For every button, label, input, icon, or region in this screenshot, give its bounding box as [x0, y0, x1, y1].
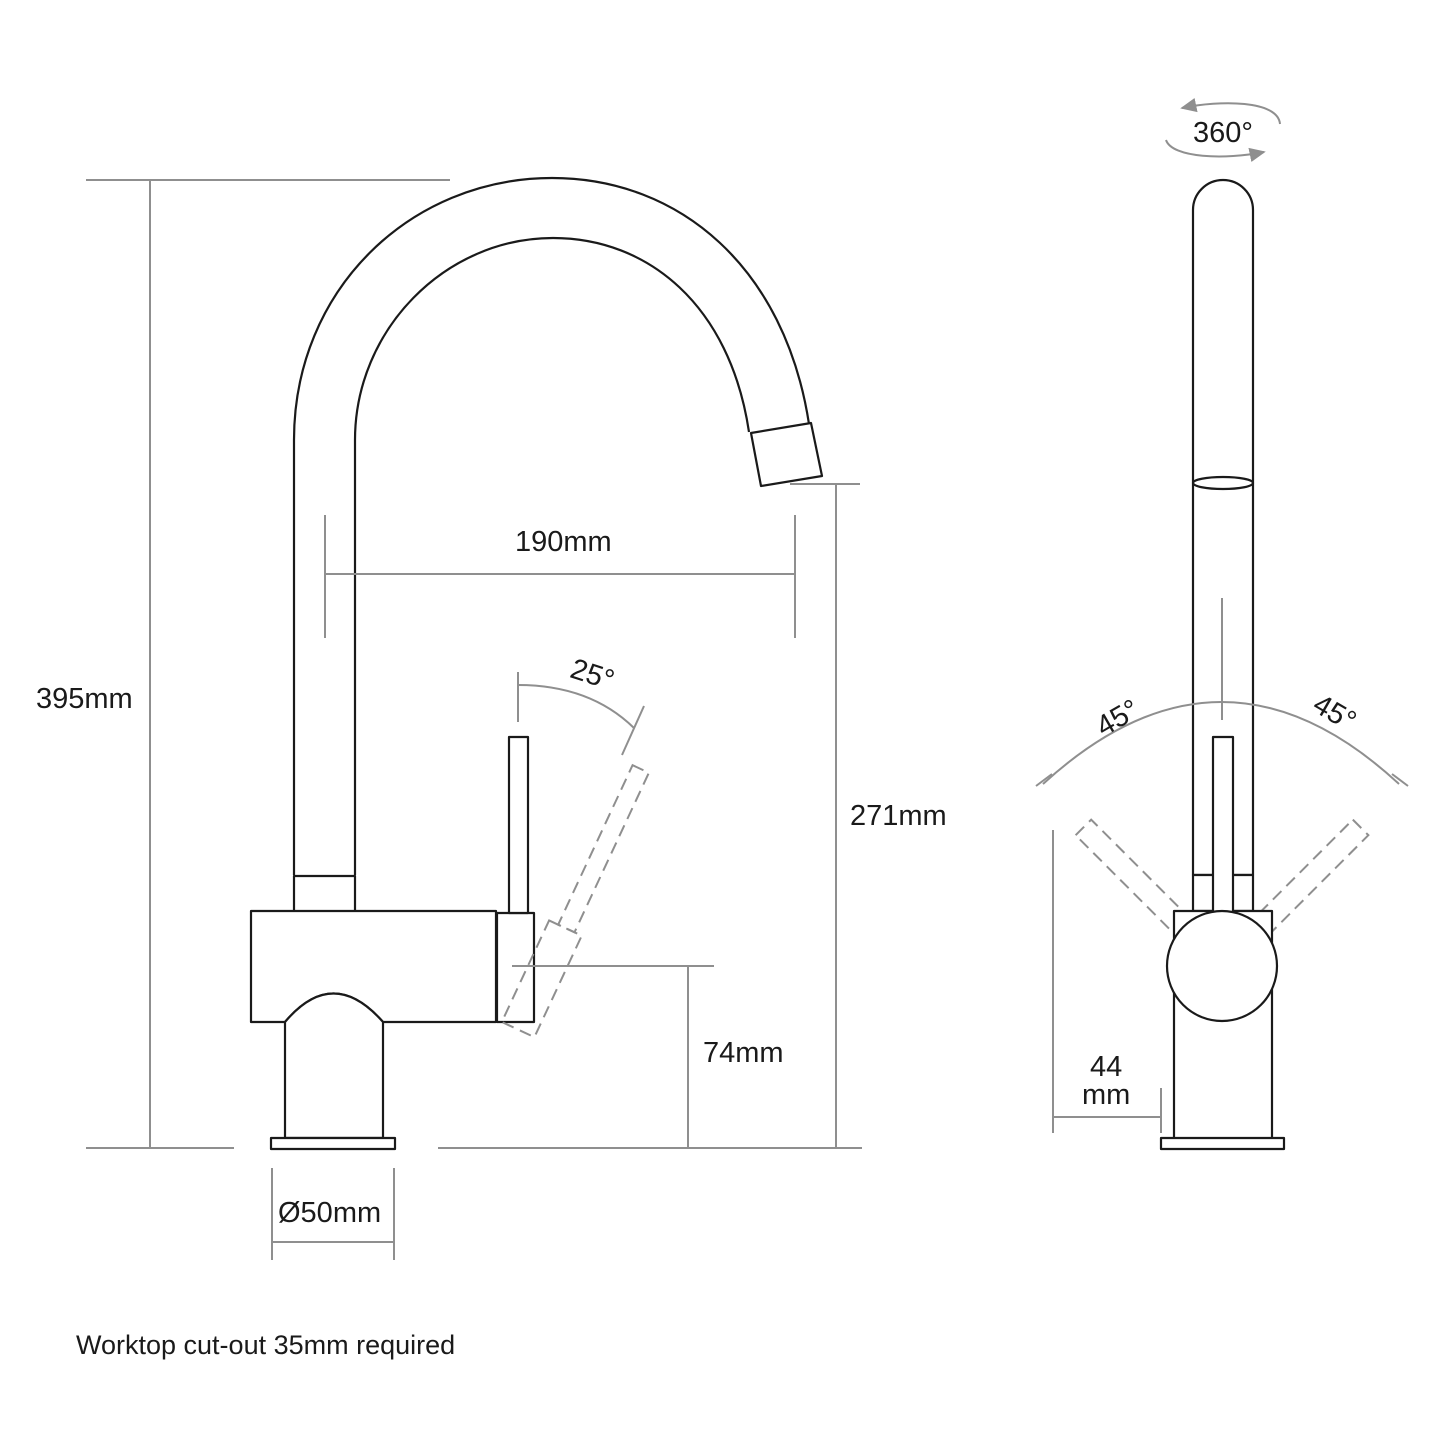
- dim-clearance-label: 271mm: [850, 800, 947, 832]
- dim-swivel-label: 360°: [1193, 117, 1253, 149]
- tap-stem: [283, 992, 385, 1140]
- dim-lever-height-label: 74mm: [703, 1037, 784, 1069]
- dim-lever-left-angle-label: 45°: [1091, 694, 1145, 744]
- dim-lever-right-angle-label: 45°: [1307, 688, 1361, 738]
- spout-outer-curve: [292, 176, 811, 875]
- lever-cap-front: [1165, 909, 1279, 1023]
- dim-lever-offset-value: 44: [1090, 1051, 1122, 1083]
- dim-lever-angle-label: 25°: [566, 653, 618, 697]
- front-view: 360° 45° 45° 44 mm: [1035, 97, 1409, 1151]
- base-plate: [269, 1136, 397, 1151]
- dim-reach-label: 190mm: [515, 526, 612, 558]
- spout-ring: [1191, 475, 1255, 491]
- spout-inner-curve: [353, 236, 751, 875]
- swivel-arrow-bottom: [1165, 139, 1266, 162]
- dim-height-label: 395mm: [36, 683, 133, 715]
- swivel-arrow-top: [1180, 97, 1281, 125]
- side-view: 395mm 190mm 271mm 74mm Ø50mm 25°: [36, 176, 947, 1260]
- dim-lever-offset-unit: mm: [1082, 1079, 1130, 1111]
- base-plate-front: [1159, 1136, 1286, 1151]
- lever-cap: [495, 911, 536, 1024]
- spout-front: [1191, 178, 1255, 877]
- dim-base-diameter-label: Ø50mm: [278, 1197, 381, 1229]
- spout-aerator: [749, 421, 824, 488]
- lever-tilted-outline: [500, 763, 651, 1039]
- lever-handle: [507, 735, 530, 915]
- cutout-note: Worktop cut-out 35mm required: [76, 1330, 455, 1360]
- mixer-body: [249, 909, 498, 1024]
